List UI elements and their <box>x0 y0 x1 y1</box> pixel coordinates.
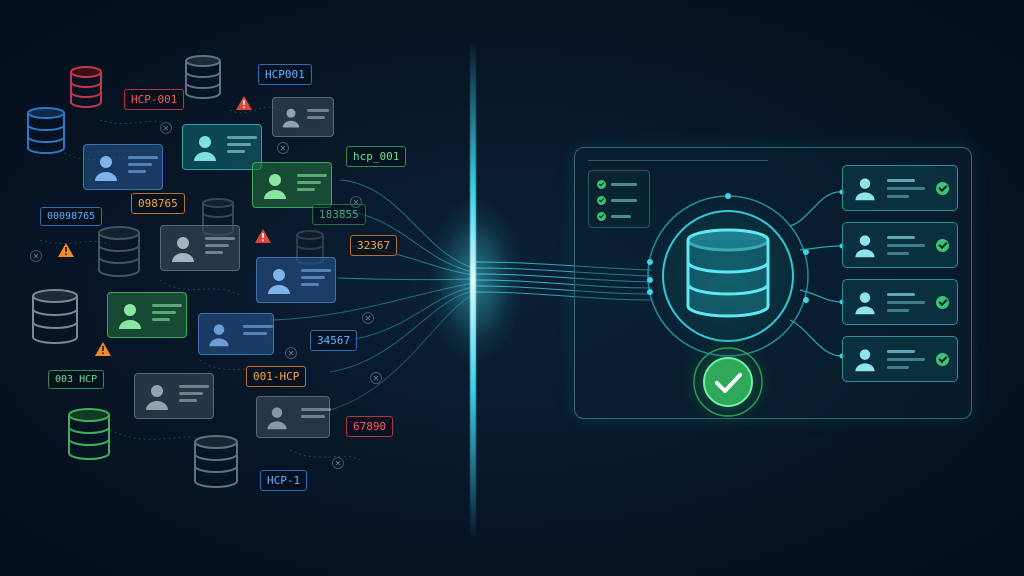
close-icon: ✕ <box>350 196 362 208</box>
database-icon <box>70 66 102 108</box>
master-database-hub <box>638 186 818 430</box>
profile-card <box>256 257 336 303</box>
id-tag: 003 HCP <box>48 370 105 389</box>
light-beam <box>470 40 476 540</box>
verified-record-card <box>842 279 958 325</box>
profile-card <box>83 144 163 190</box>
id-tag: HCP-1 <box>260 470 308 491</box>
user-icon <box>282 108 300 128</box>
database-icon <box>32 289 78 344</box>
warning-icon <box>236 96 252 110</box>
database-icon <box>68 408 110 460</box>
checklist-item <box>597 180 643 190</box>
close-icon: ✕ <box>285 347 297 359</box>
id-tag: 00098765 <box>40 207 103 226</box>
verified-record-card <box>842 222 958 268</box>
id-tag: 67890 <box>346 416 394 437</box>
close-icon: ✕ <box>277 142 289 154</box>
id-tag: 098765 <box>131 193 185 214</box>
checkmark-icon <box>936 353 949 366</box>
profile-card <box>252 162 332 208</box>
close-icon: ✕ <box>30 250 42 262</box>
warning-icon <box>58 243 74 257</box>
id-tag: 183855 <box>312 204 366 225</box>
profile-card <box>256 396 331 438</box>
user-icon <box>264 174 286 199</box>
checkmark-icon <box>715 373 742 393</box>
database-icon <box>686 228 770 318</box>
checkmark-icon <box>597 196 606 205</box>
profile-card <box>107 292 187 338</box>
profile-card <box>272 97 334 137</box>
database-icon <box>194 435 238 488</box>
checklist-item <box>597 196 643 206</box>
user-icon <box>172 237 194 262</box>
user-icon <box>194 136 216 161</box>
verified-record-card <box>842 336 958 382</box>
user-icon <box>268 269 290 294</box>
id-tag: HCP001 <box>258 64 312 85</box>
user-icon <box>855 292 875 315</box>
checkmark-icon <box>597 212 606 221</box>
id-tag: 001-HCP <box>246 366 307 387</box>
id-tag: hcp_001 <box>346 146 407 167</box>
close-icon: ✕ <box>362 312 374 324</box>
user-icon <box>209 324 229 347</box>
warning-icon <box>95 342 111 356</box>
checkmark-icon <box>936 182 949 195</box>
profile-card <box>198 313 274 355</box>
checkmark-icon <box>597 180 606 189</box>
id-tag: 34567 <box>310 330 358 351</box>
profile-card <box>182 124 262 170</box>
database-icon <box>98 226 140 277</box>
user-icon <box>855 235 875 258</box>
profile-card <box>160 225 240 271</box>
record-connectors <box>790 189 845 359</box>
user-icon <box>119 304 141 329</box>
close-icon: ✕ <box>332 457 344 469</box>
close-icon: ✕ <box>160 122 172 134</box>
validation-checklist <box>588 170 650 228</box>
close-icon: ✕ <box>370 372 382 384</box>
id-tag: 32367 <box>350 235 398 256</box>
panel-header-line <box>588 160 768 161</box>
profile-card <box>134 373 214 419</box>
checklist-item <box>597 212 643 222</box>
id-tag: HCP-001 <box>124 89 185 110</box>
user-icon <box>855 178 875 201</box>
checkmark-icon <box>936 296 949 309</box>
user-icon <box>95 156 117 181</box>
database-icon <box>185 55 221 99</box>
verified-record-card <box>842 165 958 211</box>
database-icon <box>27 107 65 154</box>
user-icon <box>855 349 875 372</box>
user-icon <box>267 407 287 430</box>
user-icon <box>146 385 168 410</box>
checkmark-icon <box>936 239 949 252</box>
warning-icon <box>255 229 271 243</box>
